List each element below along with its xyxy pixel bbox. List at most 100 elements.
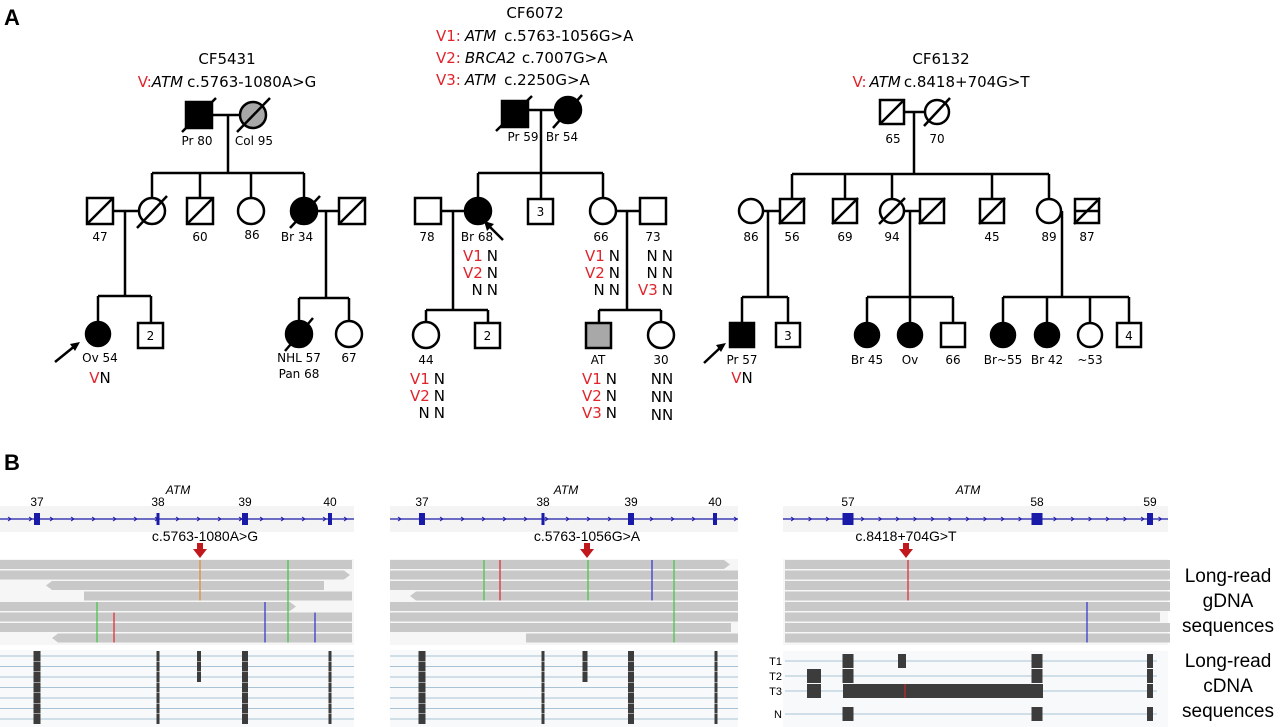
female-symbol — [989, 321, 1017, 349]
svg-text:sequences: sequences — [1182, 701, 1274, 722]
individual-label: 60 — [192, 230, 207, 244]
cdna-exon — [541, 682, 545, 693]
exon-number: 39 — [624, 495, 638, 509]
panel-label-b: B — [4, 450, 20, 475]
exon-number: 57 — [841, 495, 855, 509]
cdna-exon — [33, 682, 41, 693]
individual-label: Pr 80 — [181, 134, 212, 148]
cdna-exon — [1031, 669, 1043, 683]
male-at-symbol — [584, 321, 613, 350]
exon-block — [541, 513, 545, 525]
individual-label: Ov — [902, 353, 919, 367]
female-symbol — [737, 197, 765, 225]
cdna-exon — [541, 693, 545, 703]
family-title: CF6132 — [912, 50, 969, 68]
cdna-exon — [1031, 654, 1043, 668]
cdna-exon — [156, 714, 160, 724]
cdna-exon — [197, 672, 201, 682]
cdna-exon — [418, 661, 426, 672]
individual-label: 66 — [945, 353, 960, 367]
strand-arrow-icon — [49, 516, 54, 522]
cdna-exon — [418, 682, 426, 693]
strand-arrow-icon — [860, 516, 865, 522]
cdna-exon — [156, 682, 160, 693]
cdna-exon — [842, 669, 854, 683]
cdna-exon — [242, 661, 248, 672]
female-symbol — [334, 319, 364, 349]
strand-arrow-icon — [965, 516, 970, 522]
strand-arrow-icon — [196, 516, 201, 522]
svg-text:Long-read: Long-read — [1185, 566, 1272, 587]
individual-label: Br~55 — [984, 353, 1023, 367]
individual-label: Br 54 — [546, 130, 578, 144]
transcript-label: N — [774, 709, 782, 721]
female-symbol — [1076, 321, 1104, 349]
cdna-exon — [1147, 707, 1153, 721]
cdna-exon — [328, 661, 332, 672]
strand-arrow-icon — [1070, 516, 1075, 522]
strand-arrow-icon — [808, 516, 813, 522]
exon-number: 39 — [238, 495, 252, 509]
cdna-exon — [1147, 669, 1153, 683]
cdna-exon — [1147, 654, 1153, 668]
cdna-exon — [1147, 684, 1153, 698]
deceased-slash — [878, 197, 906, 225]
genotype: VN — [89, 369, 111, 387]
cdna-exon — [242, 703, 248, 714]
exon-block — [419, 513, 425, 525]
exon-number: 37 — [415, 495, 429, 509]
gdna-side-label: Long-read gDNA sequences — [1182, 566, 1274, 637]
exon-block — [328, 513, 332, 525]
strand-arrow-icon — [280, 516, 285, 522]
strand-arrow-icon — [1158, 516, 1163, 522]
cdna-exon — [714, 651, 718, 661]
cdna-exon — [628, 714, 634, 724]
cdna-exon — [541, 661, 545, 672]
gdna-read — [0, 570, 350, 580]
cdna-exon — [842, 707, 854, 721]
cdna-exon — [328, 693, 332, 703]
male-symbol — [413, 196, 443, 226]
cdna-exon — [898, 654, 906, 668]
gene-name: ATM — [553, 483, 578, 497]
female-symbol — [236, 196, 266, 226]
cdna-exon — [156, 661, 160, 672]
exon-block — [1031, 513, 1043, 525]
individual-label: Br 45 — [851, 353, 883, 367]
individual-label: 65 — [885, 132, 900, 146]
cdna-exon — [628, 682, 634, 693]
strand-arrow-icon — [691, 516, 696, 522]
cdna-exon — [714, 661, 718, 672]
male-siblings-symbol — [526, 197, 555, 226]
gdna-read — [785, 581, 1170, 590]
cdna-exon — [242, 714, 248, 724]
exon-block — [34, 513, 40, 525]
variant-label: c.5763-1080A>G — [152, 528, 258, 544]
cdna-exon — [628, 672, 634, 682]
gdna-read — [785, 560, 1170, 569]
exon-block — [713, 513, 717, 525]
individual-label: Col 95 — [235, 134, 273, 148]
cdna-exon — [418, 693, 426, 703]
individual-label: 69 — [837, 230, 852, 244]
strand-arrow-icon — [439, 516, 444, 522]
cdna-exon — [328, 651, 332, 661]
cdna-exon — [541, 672, 545, 682]
strand-arrow-icon — [175, 516, 180, 522]
cdna-side-label: Long-read cDNA sequences — [1182, 651, 1274, 722]
cdna-exon — [628, 693, 634, 703]
strand-arrow-icon — [1053, 516, 1058, 522]
strand-arrow-icon — [322, 516, 327, 522]
gdna-read — [46, 581, 324, 590]
cdna-exon — [628, 661, 634, 672]
svg-text:gDNA: gDNA — [1203, 591, 1254, 612]
exon-block — [156, 513, 160, 525]
strand-arrow-icon — [586, 516, 591, 522]
